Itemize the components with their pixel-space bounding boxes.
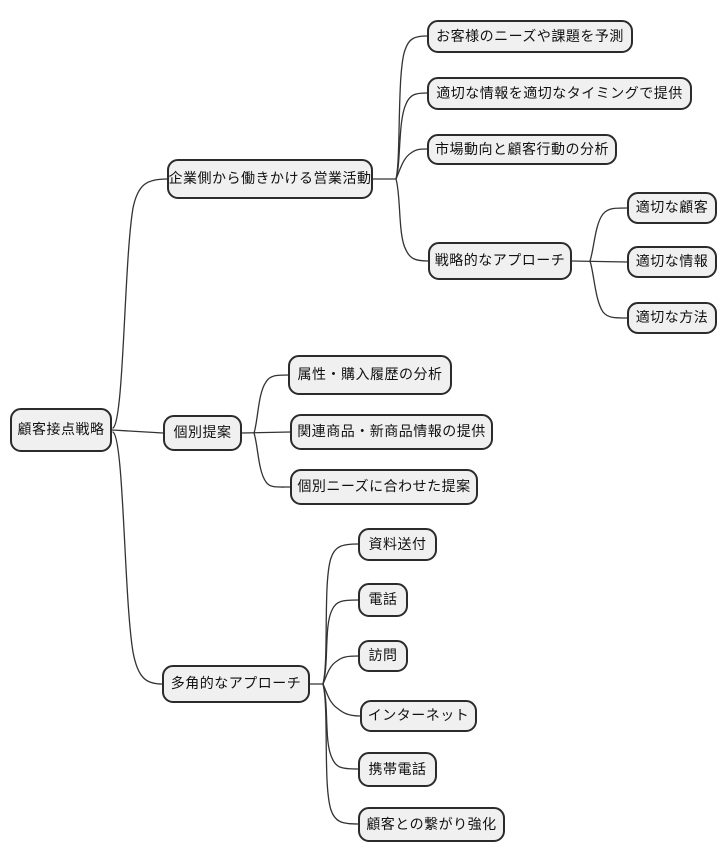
node-mobile-phone: 携帯電話 [358, 752, 437, 787]
edge-sales-to-market-analysis [395, 148, 428, 180]
node-predict-needs: お客様のニーズや課題を予測 [427, 20, 633, 53]
node-multifaceted-approach: 多角的なアプローチ [162, 665, 310, 703]
edge-strategic-to-right-info [571, 260, 628, 263]
node-individual-needs: 個別ニーズに合わせた提案 [290, 469, 478, 505]
edge-sales-to-predict-needs [395, 35, 428, 180]
node-market-analysis: 市場動向と顧客行動の分析 [427, 134, 617, 165]
node-timely-info: 適切な情報を適切なタイミングで提供 [427, 77, 692, 110]
edge-proposal-to-related-products [241, 431, 291, 434]
node-visit: 訪問 [358, 640, 408, 672]
edge-root-to-multifaceted [112, 431, 163, 685]
edge-strategic-to-right-customer [589, 207, 628, 262]
edge-multifaceted-to-internet [322, 683, 361, 717]
edge-multifaceted-to-send-materials [322, 543, 359, 685]
edge-sales-to-timely-info [395, 92, 428, 180]
edge-strategic-to-right-method [589, 260, 628, 319]
node-right-method: 適切な方法 [627, 302, 717, 334]
edge-proposal-to-attribute-analysis [253, 374, 289, 434]
edge-sales-to-strategic-approach [395, 178, 429, 262]
edge-multifaceted-to-customer-bond [322, 683, 359, 825]
node-phone: 電話 [358, 583, 408, 617]
node-customer-bond: 顧客との繋がり強化 [358, 807, 505, 842]
edge-multifaceted-to-visit [322, 655, 359, 685]
node-right-customer: 適切な顧客 [627, 192, 717, 224]
node-right-info: 適切な情報 [627, 246, 717, 278]
edge-root-to-sales-activities [112, 178, 168, 429]
node-related-products: 関連商品・新商品情報の提供 [290, 414, 493, 450]
node-root: 顧客接点戦略 [10, 408, 112, 452]
node-individual-proposal: 個別提案 [163, 415, 242, 451]
node-sales-activities: 企業側から働きかける営業活動 [167, 159, 373, 199]
node-send-materials: 資料送付 [358, 528, 437, 561]
edge-multifaceted-to-mobile-phone [322, 683, 359, 770]
edge-root-to-individual-proposal [111, 429, 164, 434]
node-internet: インターネット [360, 700, 477, 732]
edge-proposal-to-individual-needs [253, 432, 291, 488]
edge-multifaceted-to-phone [322, 599, 359, 685]
node-strategic-approach: 戦略的なアプローチ [428, 242, 572, 280]
node-attribute-analysis: 属性・購入履歴の分析 [288, 355, 452, 395]
